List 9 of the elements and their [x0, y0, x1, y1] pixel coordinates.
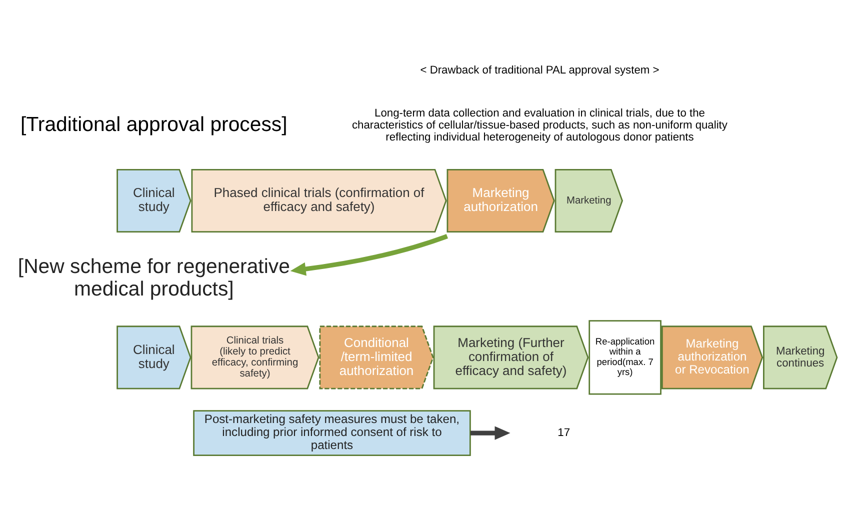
label: Long-term data collection and evaluation in clinical trials, due to the characteristics of cellular/tissue-based products, such as non-uniform quality reflecting individual heterogeneity of autologous donor patients	[352, 106, 728, 144]
node-box: Re-application within a period(max. 7 yrs)	[588, 320, 662, 394]
arrow	[470, 426, 510, 440]
label: < Drawback of traditional PAL approval system >	[420, 64, 660, 76]
label: 17	[558, 426, 570, 438]
node-box: Post-marketing safety measures must be taken, including prior informed consent of risk to patients	[193, 410, 471, 456]
arrow	[290, 234, 448, 276]
label: [Traditional approval process]	[20, 113, 288, 136]
node-text: [New scheme for regenerative medical products]	[18, 256, 290, 300]
